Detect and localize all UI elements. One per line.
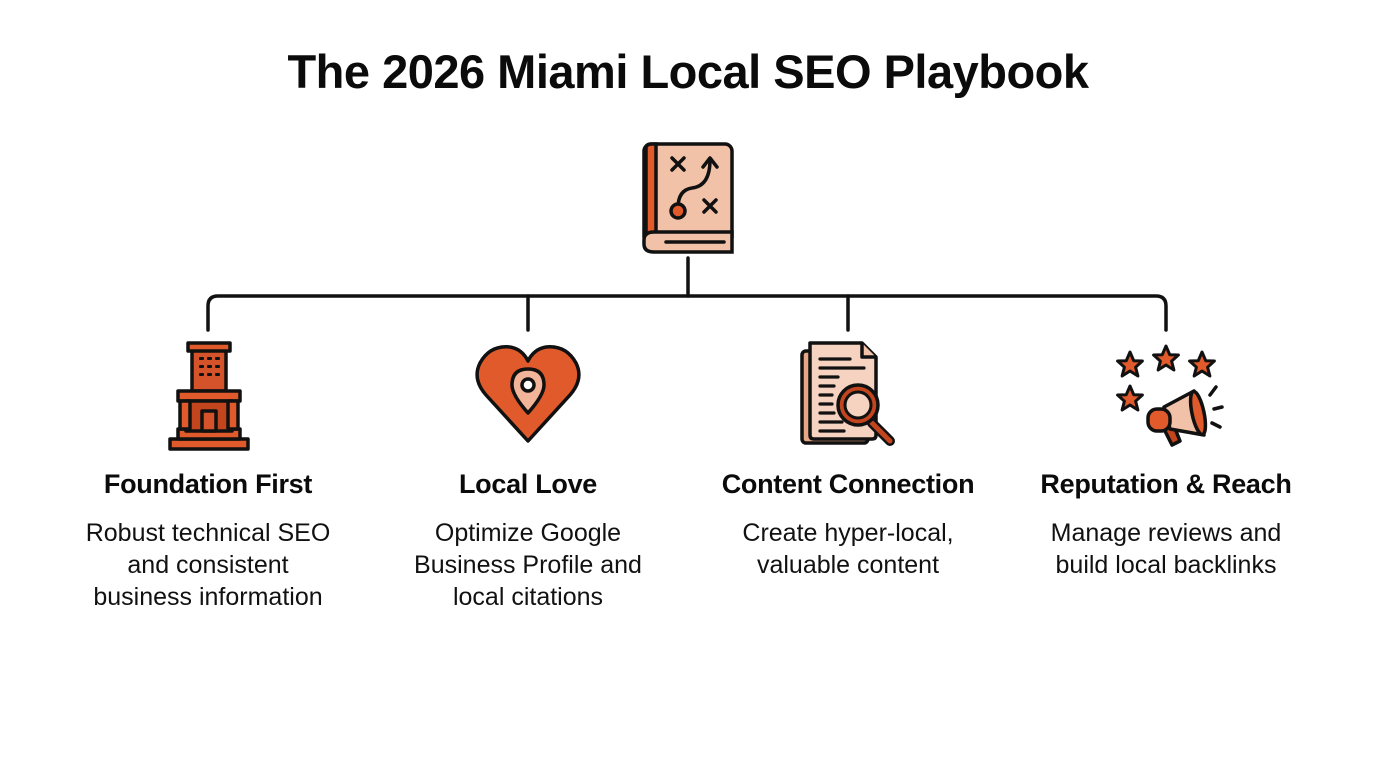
pillar-heading: Local Love xyxy=(458,469,598,499)
pillar-description: Manage reviews and build local backlinks xyxy=(1006,517,1326,581)
pillar-description: Optimize Google Business Profile and loc… xyxy=(368,517,688,613)
pillar-heading: Content Connection xyxy=(721,469,975,499)
description-line: Business Profile and xyxy=(414,551,642,579)
description-line: valuable content xyxy=(756,551,940,579)
pillar-description: Robust technical SEO and consistent busi… xyxy=(48,517,368,613)
pillar-reputation-reach: Reputation & Reach Manage reviews and bu… xyxy=(1006,335,1326,581)
description-line: build local backlinks xyxy=(1055,551,1277,579)
description-line: local citations xyxy=(452,583,604,611)
stars-megaphone-icon xyxy=(1116,344,1224,447)
building-icon xyxy=(168,341,250,451)
pillar-heading: Reputation & Reach xyxy=(1040,469,1292,499)
description-line: and consistent xyxy=(127,551,289,579)
description-line: Manage reviews and xyxy=(1050,519,1282,547)
description-line: Robust technical SEO xyxy=(85,519,331,547)
pillar-local-love: Local Love Optimize Google Business Prof… xyxy=(368,335,688,613)
heart-location-pin-icon xyxy=(475,345,581,443)
pillar-foundation-first: Foundation First Robust technical SEO an… xyxy=(48,335,368,613)
pillar-heading: Foundation First xyxy=(103,469,313,499)
document-magnifier-icon xyxy=(800,341,895,446)
page-title: The 2026 Miami Local SEO Playbook xyxy=(287,45,1089,98)
pillar-description: Create hyper-local, valuable content xyxy=(688,517,1008,581)
description-line: Create hyper-local, xyxy=(742,519,954,547)
playbook-book-icon xyxy=(642,142,734,254)
description-line: Optimize Google xyxy=(434,519,622,547)
pillar-content-connection: Content Connection Create hyper-local, v… xyxy=(688,335,1008,581)
description-line: business information xyxy=(93,583,323,611)
